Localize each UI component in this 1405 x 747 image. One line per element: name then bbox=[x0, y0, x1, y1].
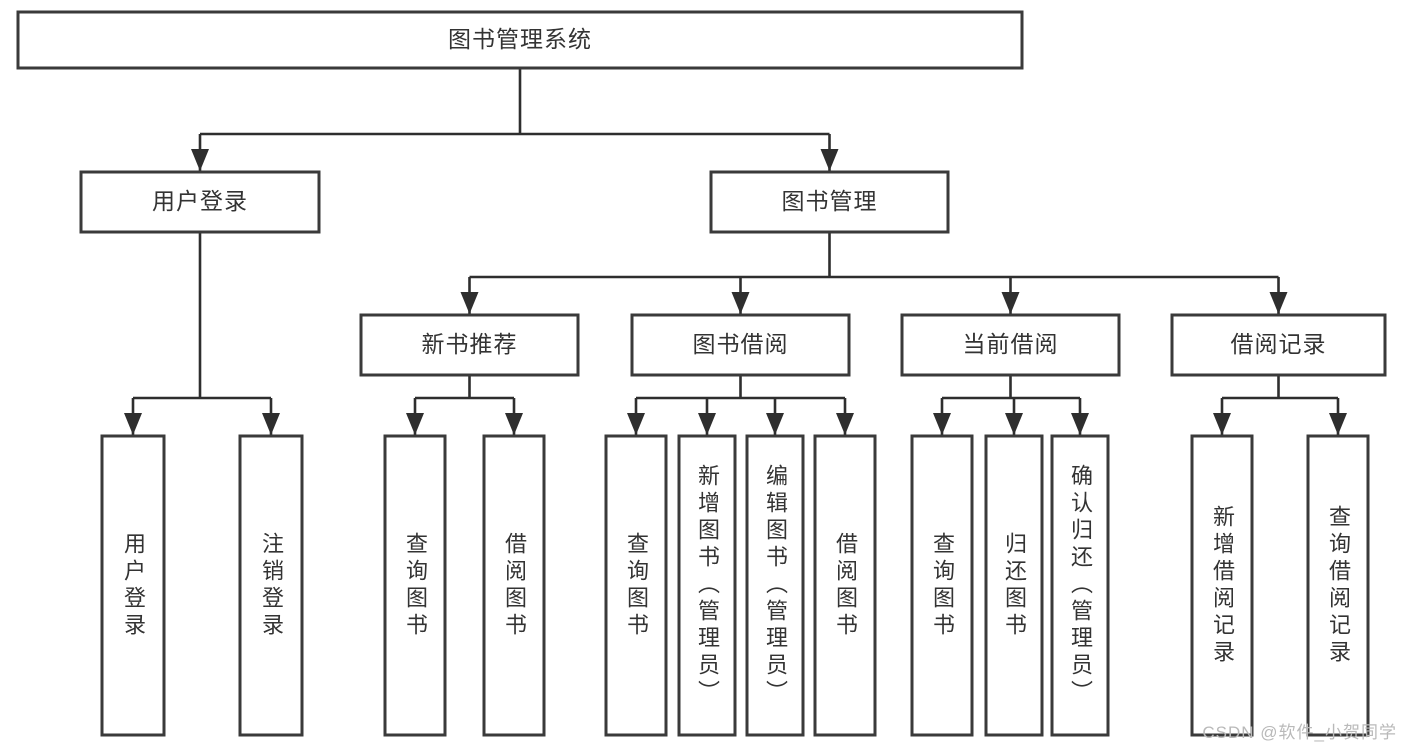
arrowhead-icon bbox=[191, 149, 209, 171]
arrowhead-icon bbox=[406, 413, 424, 435]
node-box bbox=[238, 434, 304, 737]
node-box bbox=[79, 170, 321, 234]
arrowhead-icon bbox=[262, 413, 280, 435]
arrowhead-icon bbox=[820, 149, 839, 171]
arrowhead-icon bbox=[1269, 292, 1288, 314]
node-l-user-login[interactable] bbox=[100, 434, 166, 737]
node-label: 图书管理 bbox=[782, 188, 878, 214]
node-box bbox=[630, 313, 851, 377]
node-label: 新书推荐 bbox=[422, 331, 518, 357]
arrowhead-icon bbox=[1213, 413, 1231, 435]
node-l-cb-confirm[interactable] bbox=[1050, 434, 1110, 737]
node-l-cb-query[interactable] bbox=[910, 434, 974, 737]
node-l-rec-query[interactable] bbox=[1306, 434, 1370, 737]
node-label: 图书管理系统 bbox=[448, 26, 592, 52]
arrowhead-icon bbox=[627, 413, 645, 435]
arrowhead-icon bbox=[124, 413, 142, 435]
edge-group-n-new-rec bbox=[406, 375, 523, 435]
node-box bbox=[100, 434, 166, 737]
node-box bbox=[984, 434, 1044, 737]
arrowhead-icon bbox=[731, 292, 750, 314]
arrowhead-icon bbox=[1329, 413, 1347, 435]
node-box bbox=[1306, 434, 1370, 737]
node-box bbox=[482, 434, 546, 737]
node-l-nr-query[interactable] bbox=[383, 434, 447, 737]
node-l-bb-borrow[interactable] bbox=[813, 434, 877, 737]
node-n-record[interactable]: 借阅记录 bbox=[1170, 313, 1387, 377]
node-l-bb-query[interactable] bbox=[604, 434, 668, 737]
node-l-nr-borrow[interactable] bbox=[482, 434, 546, 737]
node-box bbox=[709, 170, 950, 234]
node-n-current[interactable]: 当前借阅 bbox=[900, 313, 1121, 377]
node-box bbox=[16, 10, 1024, 70]
node-n-user-login[interactable]: 用户登录 bbox=[79, 170, 321, 234]
node-box bbox=[813, 434, 877, 737]
edge-group-n-current bbox=[933, 375, 1089, 435]
arrowhead-icon bbox=[460, 292, 479, 314]
node-n-book-mgmt[interactable]: 图书管理 bbox=[709, 170, 950, 234]
node-root[interactable]: 图书管理系统 bbox=[16, 10, 1024, 70]
arrowhead-icon bbox=[1071, 413, 1089, 435]
edge-group-n-record bbox=[1213, 375, 1347, 435]
arrowhead-icon bbox=[1005, 413, 1023, 435]
node-box bbox=[910, 434, 974, 737]
node-l-rec-add[interactable] bbox=[1190, 434, 1254, 737]
arrowhead-icon bbox=[766, 413, 784, 435]
edge-group-n-user-login bbox=[124, 232, 280, 435]
node-label: 图书借阅 bbox=[693, 331, 789, 357]
node-box bbox=[359, 313, 580, 377]
node-box bbox=[677, 434, 737, 737]
arrowhead-icon bbox=[1001, 292, 1020, 314]
node-label: 借阅记录 bbox=[1231, 331, 1327, 357]
node-l-bb-edit[interactable] bbox=[745, 434, 805, 737]
node-label: 用户登录 bbox=[152, 188, 248, 214]
edge-group-root bbox=[191, 68, 839, 171]
node-n-borrow[interactable]: 图书借阅 bbox=[630, 313, 851, 377]
edges-layer bbox=[124, 68, 1347, 435]
node-box bbox=[1170, 313, 1387, 377]
arrowhead-icon bbox=[505, 413, 523, 435]
arrowhead-icon bbox=[933, 413, 951, 435]
node-box bbox=[745, 434, 805, 737]
node-box bbox=[604, 434, 668, 737]
node-n-new-rec[interactable]: 新书推荐 bbox=[359, 313, 580, 377]
node-box bbox=[1050, 434, 1110, 737]
node-box bbox=[383, 434, 447, 737]
arrowhead-icon bbox=[698, 413, 716, 435]
node-l-logout[interactable] bbox=[238, 434, 304, 737]
edge-group-n-borrow bbox=[627, 375, 854, 435]
node-l-cb-return[interactable] bbox=[984, 434, 1044, 737]
node-label: 当前借阅 bbox=[963, 331, 1059, 357]
edge-group-n-book-mgmt bbox=[460, 232, 1288, 314]
node-box bbox=[1190, 434, 1254, 737]
node-box bbox=[900, 313, 1121, 377]
arrowhead-icon bbox=[836, 413, 854, 435]
node-l-bb-add[interactable] bbox=[677, 434, 737, 737]
